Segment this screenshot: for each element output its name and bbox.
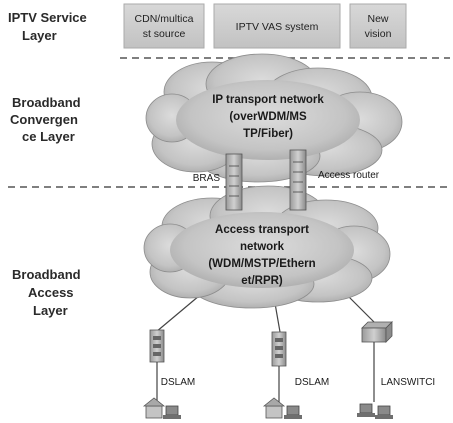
service-box-vas: IPTV VAS system bbox=[213, 3, 341, 49]
layer-label-access-line-3: Layer bbox=[33, 303, 68, 318]
service-box-cdn: CDN/multica st source bbox=[123, 3, 205, 49]
ip-transport-cloud-line-1: IP transport network bbox=[212, 94, 324, 106]
bras-icon bbox=[225, 153, 243, 211]
computer-icon bbox=[284, 405, 302, 419]
layer-label-access-line-2: Access bbox=[28, 285, 74, 300]
layer-label-service-line-1: IPTV Service bbox=[8, 10, 87, 25]
terminal-cluster-2 bbox=[262, 366, 302, 419]
lanswitch-icon bbox=[361, 327, 387, 343]
service-box-cdn-rect bbox=[123, 3, 205, 49]
access-router-device: Access router bbox=[289, 149, 380, 211]
access-transport-cloud-line-3: (WDM/MSTP/Ethern bbox=[208, 258, 315, 270]
computer-icon bbox=[375, 405, 393, 419]
layer-label-service: IPTV Service Layer bbox=[8, 10, 87, 43]
terminal-cluster-1 bbox=[142, 362, 181, 419]
terminal-cluster-3 bbox=[357, 403, 393, 419]
access-transport-cloud-line-1: Access transport bbox=[215, 224, 309, 236]
layer-label-convergence-line-3: ce Layer bbox=[22, 129, 75, 144]
dslam-label-1: DSLAM bbox=[161, 377, 195, 388]
access-transport-cloud-line-4: et/RPR) bbox=[241, 275, 283, 287]
access-transport-cloud: Access transport network (WDM/MSTP/Ether… bbox=[143, 185, 391, 309]
service-box-vision: New vision bbox=[349, 3, 407, 49]
access-router-icon bbox=[289, 149, 307, 211]
ip-transport-cloud: IP transport network (overWDM/MS TP/Fibe… bbox=[145, 53, 403, 183]
layer-label-convergence-line-1: Broadband bbox=[12, 95, 81, 110]
layer-label-access-line-1: Broadband bbox=[12, 267, 81, 282]
computer-icon bbox=[357, 403, 375, 417]
dslam-label-2: DSLAM bbox=[295, 377, 329, 388]
layer-label-convergence-line-2: Convergen bbox=[10, 112, 78, 127]
service-box-cdn-line-1: CDN/multica bbox=[135, 13, 194, 25]
service-box-vas-line-1: IPTV VAS system bbox=[236, 21, 319, 33]
service-box-vision-rect bbox=[349, 3, 407, 49]
dslam-device-1: DSLAM bbox=[149, 329, 195, 388]
ip-transport-cloud-line-3: TP/Fiber) bbox=[243, 128, 293, 140]
service-box-vas-rect bbox=[213, 3, 341, 49]
house-icon bbox=[262, 397, 286, 419]
computer-icon bbox=[163, 405, 181, 419]
access-router-label: Access router bbox=[318, 170, 380, 181]
access-transport-cloud-line-2: network bbox=[240, 241, 285, 253]
bras-label: BRAS bbox=[193, 173, 221, 184]
service-box-vision-line-1: New bbox=[367, 13, 388, 25]
layer-label-access: Broadband Access Layer bbox=[12, 267, 81, 318]
layer-label-convergence: Broadband Convergen ce Layer bbox=[10, 95, 81, 144]
house-icon bbox=[142, 397, 166, 419]
service-box-cdn-line-2: st source bbox=[143, 28, 186, 40]
lanswitch-label: LANSWITCI bbox=[381, 377, 435, 388]
ip-transport-cloud-line-2: (overWDM/MS bbox=[229, 111, 307, 123]
bras-device: BRAS bbox=[193, 153, 243, 211]
layer-label-service-line-2: Layer bbox=[22, 28, 57, 43]
service-box-vision-line-2: vision bbox=[365, 28, 392, 40]
dslam-device-2: DSLAM bbox=[271, 331, 329, 388]
lanswitch-device: LANSWITCI bbox=[361, 321, 435, 402]
